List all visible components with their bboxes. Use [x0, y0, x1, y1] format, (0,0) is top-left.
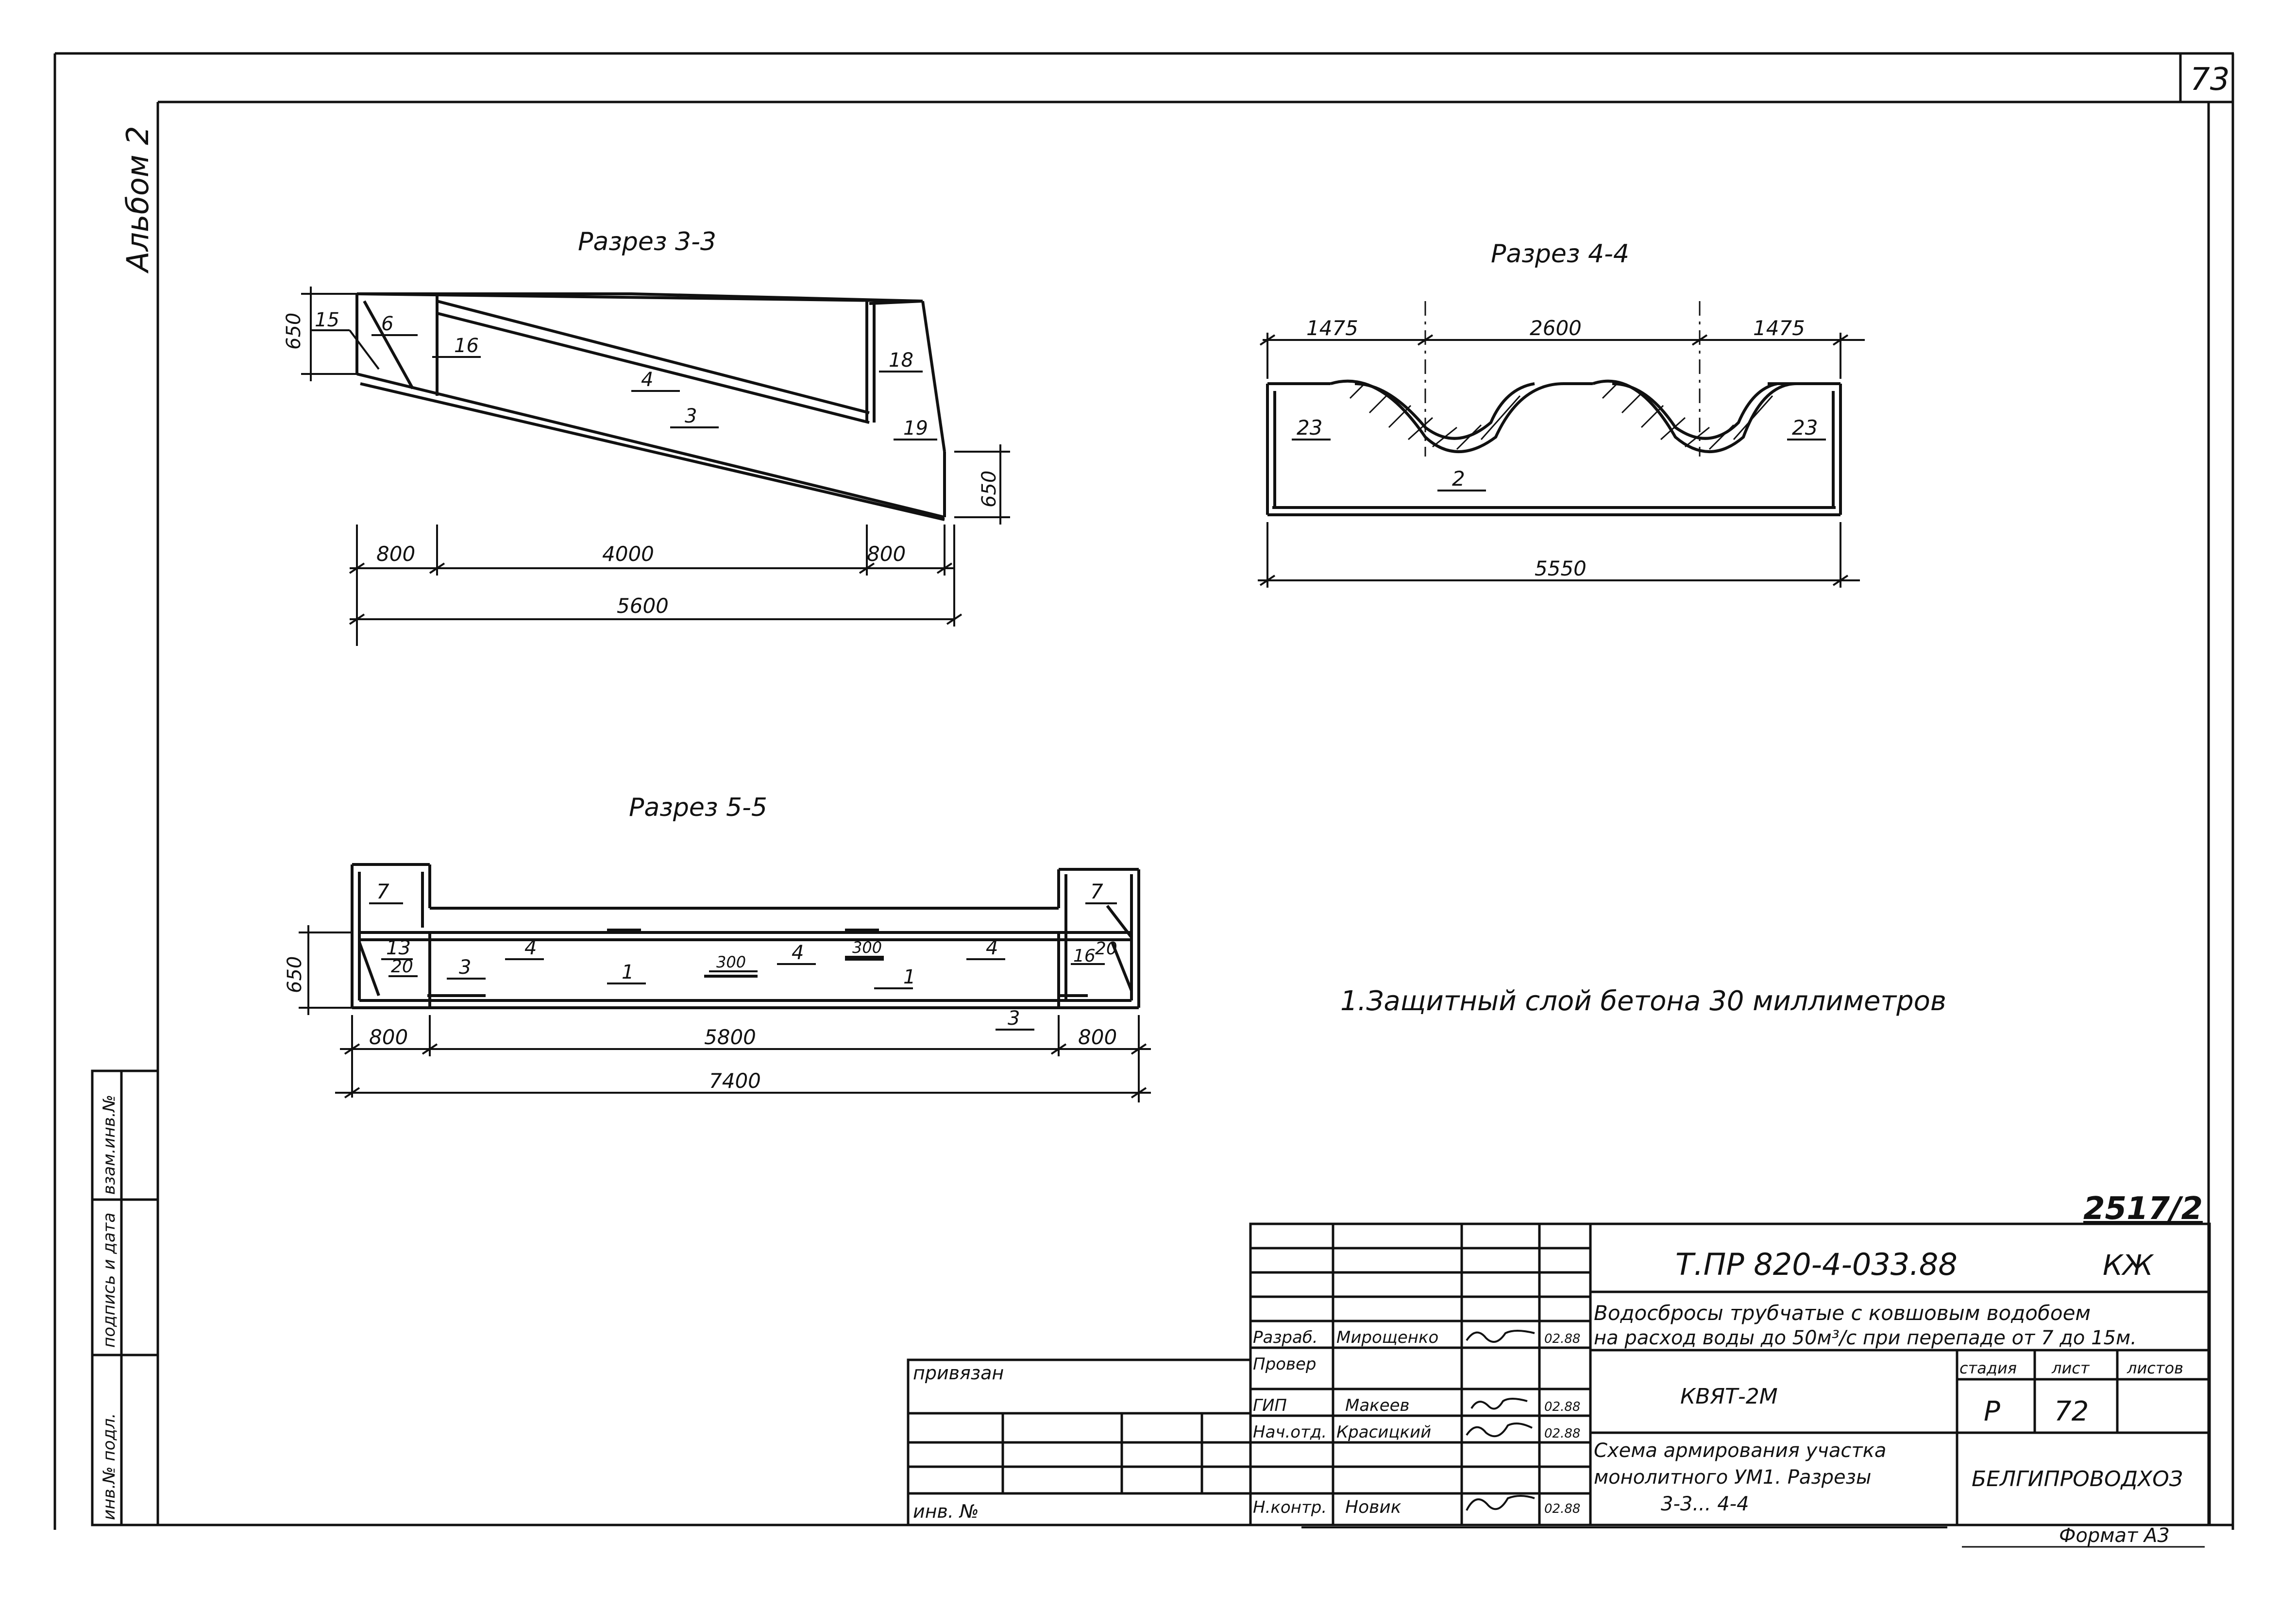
- s33-mark-19: 19: [903, 417, 928, 440]
- s44-dim-total: 5550: [1535, 557, 1587, 580]
- section-3-3-title: Разрез 3-3: [578, 227, 716, 256]
- s55-mark-20-left: 20: [391, 957, 413, 977]
- s55-dim-small2: 300: [852, 938, 882, 957]
- s33-mark-4: 4: [641, 369, 653, 391]
- s55-mark-13: 13: [386, 937, 411, 959]
- side-stamp: [91, 1069, 159, 1526]
- s44-mark-23-left: 23: [1297, 416, 1322, 440]
- section-4-4-title: Разрез 4-4: [1491, 239, 1629, 269]
- side-stamp-sign-date: подпись и дата: [100, 1213, 119, 1348]
- s33-dim-seg2: 4000: [602, 542, 654, 566]
- s33-mark-3: 3: [685, 405, 697, 427]
- s55-mark-4-a: 4: [524, 937, 537, 959]
- sheet-value: 72: [2054, 1396, 2089, 1427]
- drawing-title-line2: монолитного УМ1. Разрезы: [1594, 1466, 1871, 1489]
- col-sheet: лист: [2051, 1359, 2090, 1377]
- s55-mark-1-a: 1: [622, 961, 634, 983]
- s55-dim-seg2: 5800: [704, 1025, 756, 1049]
- role-4-date: 02.88: [1544, 1502, 1580, 1516]
- title-block: [907, 1222, 2211, 1548]
- section-4-4-outline: [1266, 379, 1842, 516]
- section-3-3-dimensions: [301, 287, 1010, 646]
- role-4-name: Новик: [1345, 1497, 1401, 1517]
- s33-mark-16: 16: [454, 335, 479, 357]
- role-3-date: 02.88: [1544, 1426, 1580, 1441]
- s33-leaders: [311, 329, 937, 440]
- s55-dim-left-height: 650: [284, 956, 306, 993]
- col-sheets: листов: [2127, 1359, 2183, 1377]
- side-album-label: Альбом 2: [120, 126, 155, 274]
- s55-mark-1-b: 1: [903, 966, 915, 988]
- role-3-name: Красицкий: [1336, 1423, 1431, 1442]
- s33-dim-total: 5600: [617, 594, 669, 618]
- s33-dim-seg1: 800: [376, 542, 415, 566]
- role-2: ГИП: [1253, 1396, 1287, 1415]
- s44-dim-seg1: 1475: [1306, 316, 1358, 340]
- s44-dim-seg3: 1475: [1753, 316, 1805, 340]
- s55-mark-4-c: 4: [986, 937, 998, 959]
- inv-label: инв. №: [913, 1501, 979, 1522]
- drawing-title-line1: Схема армирования участка: [1594, 1440, 1886, 1462]
- s55-leaders: [369, 902, 1117, 1031]
- section-5-5-bars: [427, 929, 1088, 997]
- s55-dim-seg3: 800: [1078, 1025, 1117, 1049]
- doc-code: Т.ПР 820-4-033.88: [1675, 1247, 1958, 1282]
- s55-mark-3-left: 3: [459, 956, 471, 979]
- s33-mark-18: 18: [889, 349, 913, 372]
- side-stamp-replace-inv: взам.инв.№: [100, 1095, 119, 1195]
- tied-label: привязан: [913, 1362, 1004, 1384]
- role-0: Разраб.: [1253, 1328, 1318, 1347]
- s55-mark-16: 16: [1073, 946, 1096, 966]
- s44-mark-23-right: 23: [1792, 416, 1818, 440]
- format-label: Формат А3: [2059, 1524, 2170, 1547]
- s44-mark-2: 2: [1452, 467, 1465, 491]
- project-title-line1: Водосбросы трубчатые с ковшовым водобоем: [1594, 1301, 2091, 1325]
- s55-mark-7-right: 7: [1090, 880, 1103, 903]
- role-4: Н.контр.: [1253, 1498, 1327, 1517]
- role-2-date: 02.88: [1544, 1400, 1580, 1414]
- signatures: [1466, 1330, 1535, 1511]
- role-1: Провер: [1253, 1355, 1317, 1374]
- general-note: 1.Защитный слой бетона 30 миллиметров: [1340, 985, 1946, 1017]
- s55-mark-4-b: 4: [792, 942, 804, 964]
- s55-dim-total: 7400: [709, 1069, 761, 1093]
- s55-dim-small1: 300: [716, 953, 746, 971]
- order-number: 2517/2: [2083, 1191, 2203, 1227]
- section-4-4-dimensions: [1258, 333, 1865, 588]
- s33-mark-15: 15: [315, 309, 339, 331]
- s55-mark-3-right: 3: [1008, 1007, 1020, 1030]
- section-3-3-outline: [355, 292, 946, 521]
- section-3-3: Разрез 3-3: [283, 227, 1010, 646]
- role-3: Нач.отд.: [1253, 1423, 1327, 1442]
- s55-dim-seg1: 800: [369, 1025, 408, 1049]
- object-name: КВЯТ-2М: [1680, 1384, 1778, 1409]
- side-stamp-inv-orig: инв.№ подл.: [100, 1413, 119, 1520]
- section-5-5: Разрез 5-5: [284, 793, 1151, 1102]
- section-4-4-axes: [1424, 301, 1701, 457]
- section-4-4-hatching: [1349, 383, 1773, 450]
- section-5-5-dimensions: [299, 925, 1151, 1102]
- section-5-5-title: Разрез 5-5: [629, 793, 767, 822]
- drawing-title-line3: 3-3... 4-4: [1661, 1493, 1749, 1515]
- s33-dim-right-height: 650: [978, 471, 1000, 508]
- sheet-corner-number: 73: [2190, 62, 2229, 98]
- section-4-4: Разрез 4-4: [1258, 239, 1865, 588]
- section-5-5-outline: [351, 863, 1140, 1009]
- role-0-name: Мирощенко: [1336, 1328, 1438, 1347]
- organization: БЕЛГИПРОВОДХОЗ: [1972, 1467, 2183, 1491]
- role-0-date: 02.88: [1544, 1332, 1580, 1346]
- stage-value: Р: [1984, 1396, 2000, 1427]
- s44-dim-seg2: 2600: [1530, 316, 1582, 340]
- s55-mark-20-right: 20: [1095, 939, 1117, 959]
- col-stage: стадия: [1959, 1359, 2017, 1377]
- s44-leaders: [1292, 439, 1826, 491]
- s33-mark-6: 6: [381, 313, 393, 335]
- doc-mark: КЖ: [2103, 1249, 2154, 1282]
- s33-dim-seg3: 800: [867, 542, 906, 566]
- s33-dim-left-height: 650: [283, 313, 305, 350]
- s55-mark-7-left: 7: [376, 880, 389, 903]
- role-2-name: Макеев: [1345, 1396, 1410, 1415]
- project-title-line2: на расход воды до 50м³/с при перепаде от…: [1594, 1327, 2137, 1349]
